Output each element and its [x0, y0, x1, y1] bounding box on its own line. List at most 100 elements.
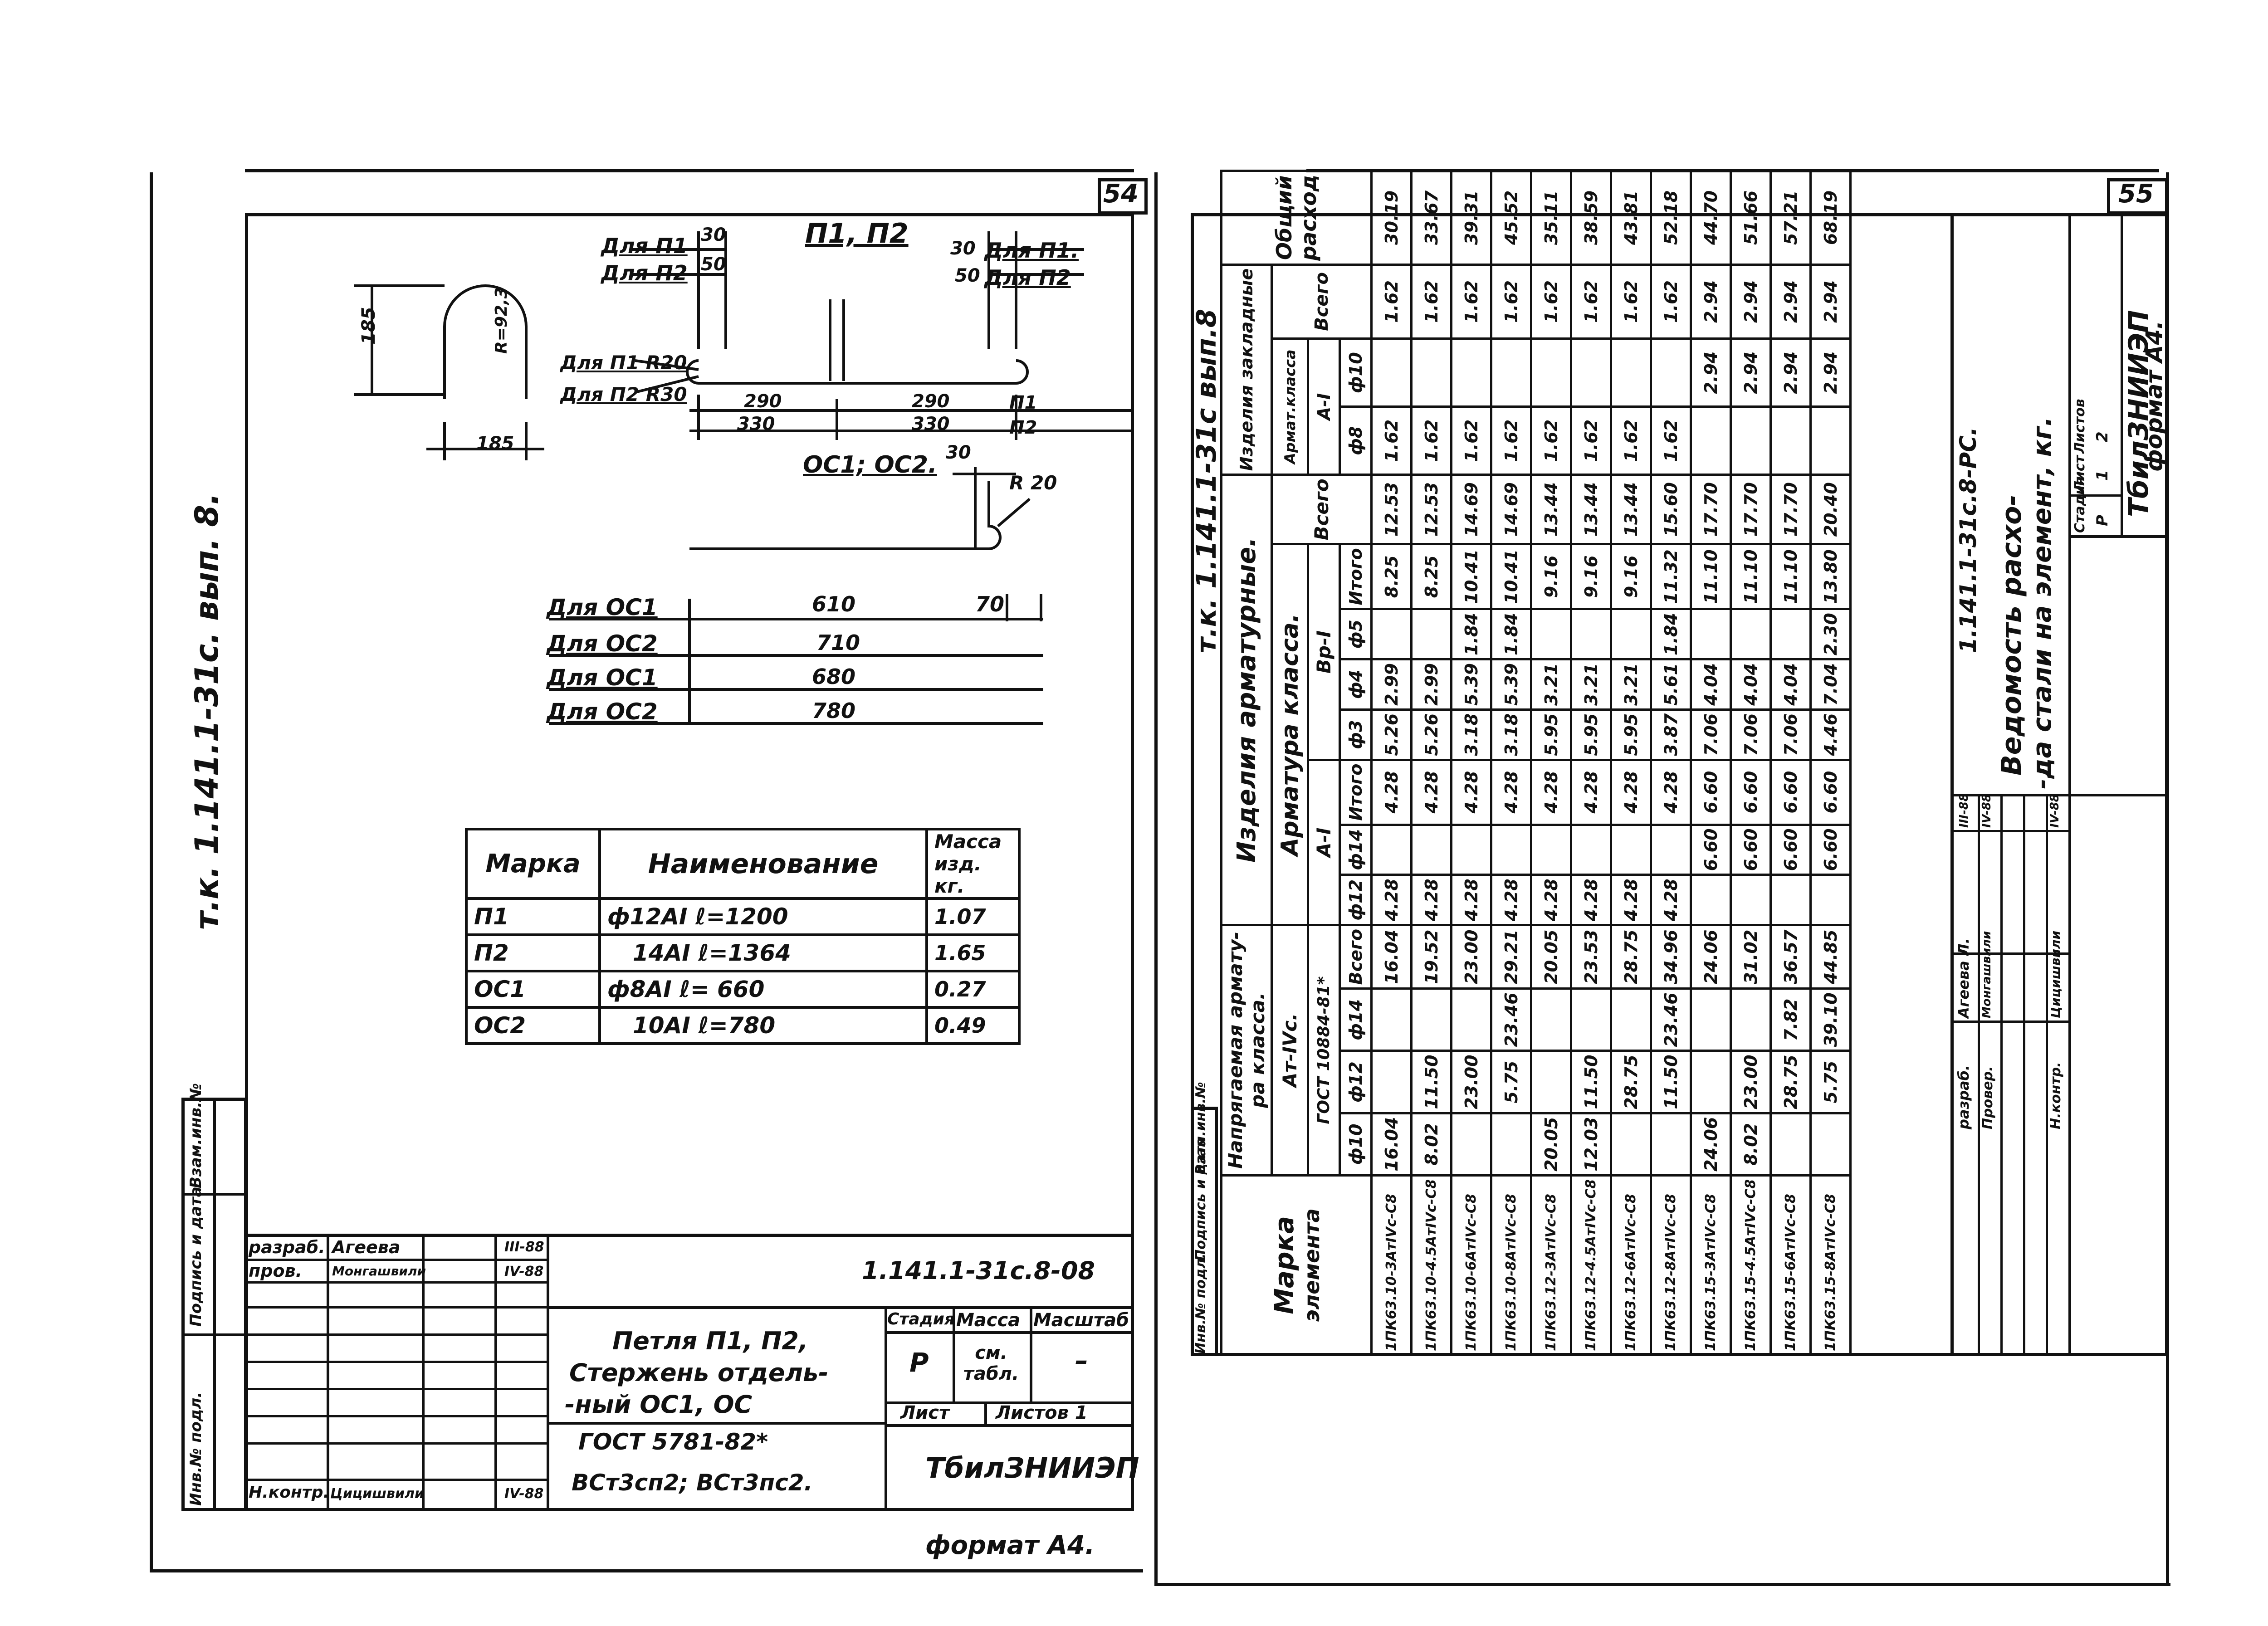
th-ai-itogo: Итого: [1339, 760, 1372, 825]
table-cell: 5.75: [1810, 1050, 1851, 1113]
table-cell: 4.28: [1571, 874, 1611, 925]
table-cell: 12.53: [1371, 474, 1412, 544]
th-class-bpi: Вр-I: [1308, 544, 1340, 760]
left-side-code: т.к. 1.141.1-31с. вып. 8.: [188, 493, 225, 930]
right-outer-bottom-line: [1154, 1583, 2170, 1586]
rtb-col-sheets: Листов: [2072, 399, 2088, 454]
table-cell: 5.39: [1451, 659, 1491, 710]
rtb-val-sheet: 1: [2093, 470, 2112, 481]
th-emb-f8: ф8: [1339, 406, 1372, 475]
label-p2-end: П2: [1009, 417, 1037, 438]
dim-50-left: 50: [701, 254, 726, 275]
left-title-line-3: -ный ОС1, ОС: [565, 1390, 753, 1419]
table-cell: [1571, 338, 1611, 407]
table-cell: 31.02: [1730, 925, 1771, 989]
table-cell: 5.75: [1491, 1050, 1531, 1113]
right-outer-left-line: [1154, 172, 1158, 1583]
left-col-scale: Масштаб: [1033, 1310, 1129, 1331]
th-mark-1: Марка: [1269, 1216, 1300, 1314]
tb-name-checker: Монгашвили: [332, 1264, 426, 1279]
dim-290-right: 290: [912, 391, 950, 412]
table-cell-mark: 1ПК63.15-6АтIVс-С8: [1770, 1175, 1811, 1355]
rtb-v4: [2046, 794, 2048, 1356]
th-embedded-total: Всего: [1271, 264, 1372, 339]
table-cell: [1651, 1113, 1691, 1176]
left-title-line-2: Стержень отдель-: [569, 1358, 829, 1387]
th-total-general: Общий расход: [1221, 171, 1372, 265]
table-cell: 20.05: [1531, 1113, 1571, 1176]
th-class-prestressed: Ат-IVс.: [1271, 925, 1308, 1176]
table-cell: 6.60: [1770, 760, 1811, 825]
spec-row-4-name: 10АI ℓ=780: [598, 1006, 928, 1045]
table-cell: [1810, 874, 1851, 925]
table-cell: 1.62: [1371, 264, 1412, 339]
dim-290-left: 290: [744, 391, 782, 412]
spec-row-3-mass: 0.27: [925, 970, 1021, 1009]
left-sheet-number-box: [1098, 178, 1148, 215]
tb-role-checker: пров.: [249, 1261, 303, 1281]
radius-923: R=92,3: [492, 287, 511, 354]
spec-row-2-name: 14АI ℓ=1364: [598, 933, 928, 972]
th-mark: Марка элемента: [1221, 1175, 1372, 1355]
table-cell: 2.94: [1730, 338, 1771, 407]
tb-role-developer: разраб.: [249, 1237, 325, 1257]
table-cell: 35.11: [1531, 171, 1571, 265]
tb-date-checker: IV-88: [504, 1264, 544, 1279]
table-cell: 11.50: [1651, 1050, 1691, 1113]
tb-v4: [547, 1234, 549, 1511]
table-cell: 17.70: [1770, 474, 1811, 544]
rtb-h-stage: [2068, 535, 2168, 538]
tb-v3: [494, 1234, 497, 1511]
label-for-p1-right: Для П1.: [984, 238, 1079, 263]
dim-50-right: 50: [955, 265, 980, 286]
p-title: П1, П2: [805, 218, 909, 249]
th-mark-2: элемента: [1300, 1208, 1324, 1322]
table-cell: 8.02: [1730, 1113, 1771, 1176]
tb-row-line-9: [245, 1479, 547, 1481]
table-cell: [1770, 874, 1811, 925]
th-emb-f10: ф10: [1339, 338, 1372, 407]
spec-row-4-mark: ОС2: [465, 1006, 601, 1045]
table-cell: [1371, 338, 1412, 407]
tb-row-line-6: [245, 1388, 547, 1390]
table-cell: 24.06: [1691, 925, 1731, 989]
tb-row-line-5: [245, 1361, 547, 1363]
table-cell: 2.94: [1730, 264, 1771, 339]
table-cell: 15.60: [1651, 474, 1691, 544]
oc-row-1-label: Для ОС1: [547, 594, 658, 620]
table-cell: 5.61: [1651, 659, 1691, 710]
table-cell: 52.18: [1651, 171, 1691, 265]
th-embedded: Изделия закладные: [1221, 264, 1272, 475]
table-cell: 2.30: [1810, 609, 1851, 659]
left-stamp-replace: Взам.инв.№: [187, 1083, 205, 1188]
table-cell: 12.03: [1571, 1113, 1611, 1176]
table-cell: 4.28: [1371, 760, 1412, 825]
th-all-items: Всего: [1271, 474, 1372, 544]
table-cell: 3.18: [1491, 709, 1531, 760]
table-cell: 3.21: [1571, 659, 1611, 710]
table-cell: 2.94: [1770, 264, 1811, 339]
th-embedded-class: Армат.класса: [1271, 338, 1308, 475]
table-cell: 14.69: [1451, 474, 1491, 544]
right-doc-code: 1.141.1-31с.8-РС.: [1955, 427, 1981, 653]
table-cell: [1491, 338, 1531, 407]
table-cell: [1770, 1113, 1811, 1176]
th-prestressed: Напрягаемая армату-ра класса.: [1221, 925, 1272, 1176]
tb-row-line-1: [245, 1259, 547, 1261]
table-cell-mark: 1ПК63.15-4.5АтIVс-С8: [1730, 1175, 1771, 1355]
table-cell: 7.06: [1691, 709, 1731, 760]
label-p1-end: П1: [1009, 392, 1037, 413]
table-cell: 57.21: [1770, 171, 1811, 265]
table-cell: 2.94: [1810, 264, 1851, 339]
table-cell: 4.04: [1770, 659, 1811, 710]
left-title-line-1: Петля П1, П2,: [612, 1327, 808, 1355]
right-sheet-number-box: [2107, 178, 2168, 215]
table-cell: 7.06: [1730, 709, 1771, 760]
consumption-table-wrapper: Марка элемента Напрягаемая армату-ра кла…: [1220, 170, 1852, 1356]
right-stamp-replace: Взам.инв.№: [1193, 1082, 1209, 1175]
table-cell: 4.04: [1691, 659, 1731, 710]
